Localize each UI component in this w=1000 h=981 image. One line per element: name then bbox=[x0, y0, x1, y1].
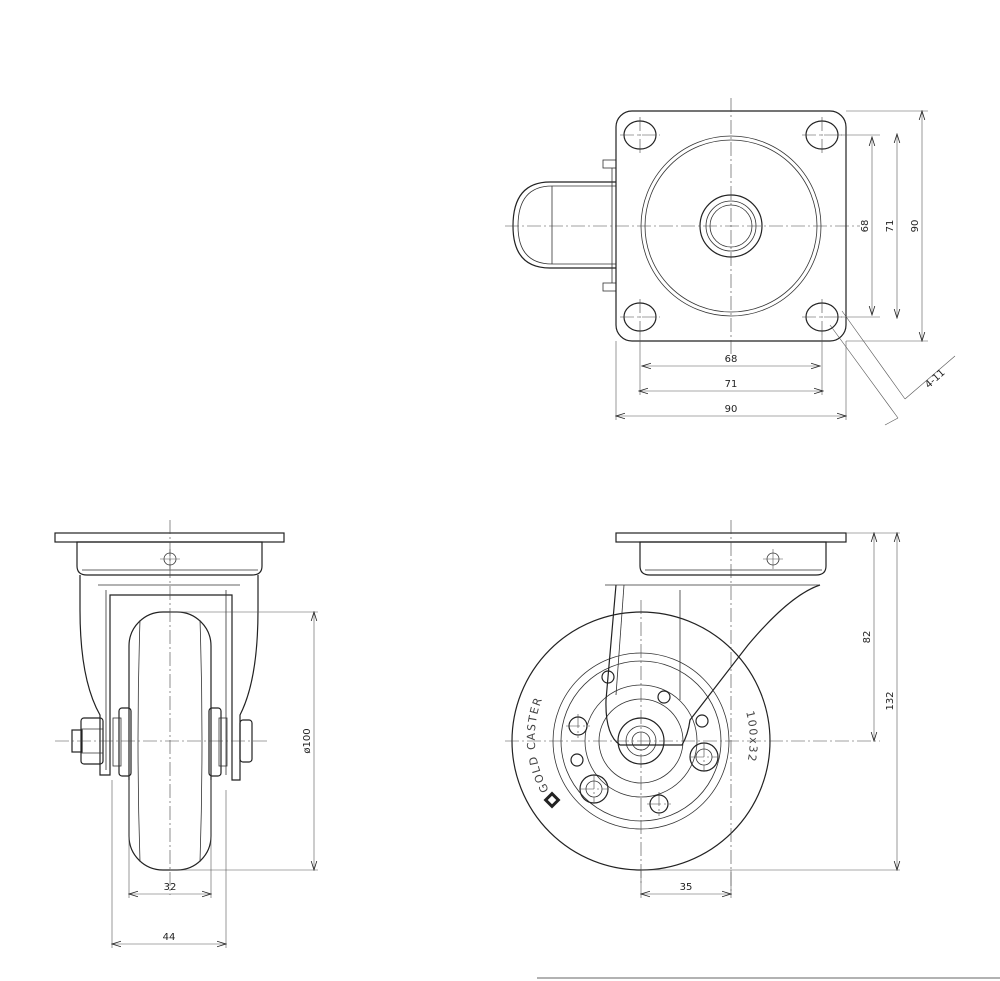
front-fork bbox=[605, 584, 821, 746]
dim-hole-pitch-y: 68 bbox=[860, 220, 871, 233]
top-view: 68 71 90 68 71 90 4-11 bbox=[505, 98, 956, 426]
side-view: ø100 32 44 bbox=[54, 520, 318, 948]
dim-mount-width-x: 71 bbox=[725, 379, 738, 390]
dim-offset: 35 bbox=[680, 882, 693, 893]
brand-logo-icon bbox=[543, 791, 561, 809]
wheel-brand-text: GOLD CASTER bbox=[525, 695, 552, 795]
dim-plate-width-y: 90 bbox=[910, 220, 921, 233]
dim-mount-width-y: 71 bbox=[885, 220, 896, 233]
dim-overall-height: 132 bbox=[885, 691, 896, 710]
swivel-lock bbox=[512, 159, 617, 292]
dim-hole-pitch-x: 68 bbox=[725, 354, 738, 365]
dim-axle-height: 82 bbox=[862, 631, 873, 644]
dim-bolt-holes: 4-11 bbox=[923, 367, 947, 390]
side-top-plate bbox=[54, 532, 285, 543]
dim-plate-width-x: 90 bbox=[725, 404, 738, 415]
dim-overall-width: 44 bbox=[163, 932, 176, 943]
dim-tread-width: 32 bbox=[164, 882, 177, 893]
front-view: GOLD CASTER 100x32 35 82 132 bbox=[505, 520, 900, 898]
dim-wheel-diameter: ø100 bbox=[302, 728, 313, 753]
wheel-size-text: 100x32 bbox=[743, 710, 760, 764]
